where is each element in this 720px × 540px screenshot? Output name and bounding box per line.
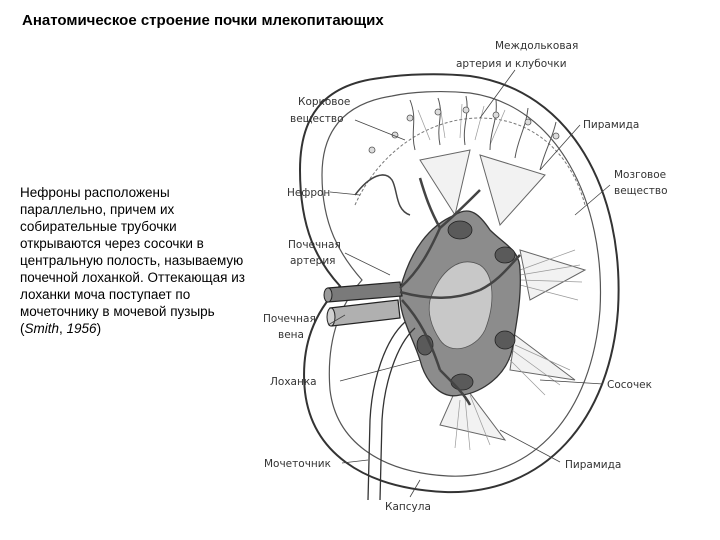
label-cortex-line2: вещество [290,113,344,125]
label-papilla: Сосочек [607,379,652,391]
description-closing: ) [96,321,102,336]
kidney-capsule-outline [298,73,620,494]
label-renal-vein-line1: Почечная [263,313,316,325]
kidney-inner-outline [321,90,602,477]
label-renal-artery-line1: Почечная [288,239,341,251]
description: Нефроны расположены параллельно, причем … [20,184,252,337]
label-ureter: Мочеточник [264,458,331,470]
citation-author: Smith [24,321,60,336]
glomeruli [368,106,560,154]
label-pelvis: Лоханка [270,376,317,388]
pyramid [519,249,587,301]
renal-vein [329,299,401,327]
label-medulla-line1: Мозговое [614,169,666,181]
nephron [354,174,411,216]
cortex-medulla-boundary [354,117,586,206]
label-interlobular-line2: артерия и клубочки [456,58,567,70]
citation-separator: , [59,321,67,336]
label-renal-artery-line2: артерия [290,255,335,267]
label-nephron: Нефрон [287,187,330,199]
pyramid [479,154,546,227]
label-cortex-line1: Корковое [298,96,350,108]
leader-lines [327,69,611,498]
label-pyramid-top: Пирамида [583,119,639,131]
label-pyramid-bottom: Пирамида [565,459,621,471]
label-interlobular-line1: Междольковая [495,40,578,52]
pyramid [419,149,471,217]
description-text: Нефроны расположены параллельно, причем … [20,185,245,336]
label-renal-vein-line2: вена [278,329,304,341]
interlobular-arteries [409,95,557,171]
renal-vein-end [326,307,336,327]
renal-artery-end [323,287,333,303]
pelvis-highlight [428,261,493,349]
pyramids [419,149,587,441]
label-medulla-line2: вещество [614,185,668,197]
branch-vessels [399,177,521,406]
medulla-striations [417,103,583,451]
label-capsule: Капсула [385,501,431,513]
citation-year: 1956 [66,321,97,336]
page-title: Анатомическое строение почки млекопитающ… [22,12,384,29]
ureter [367,321,416,501]
